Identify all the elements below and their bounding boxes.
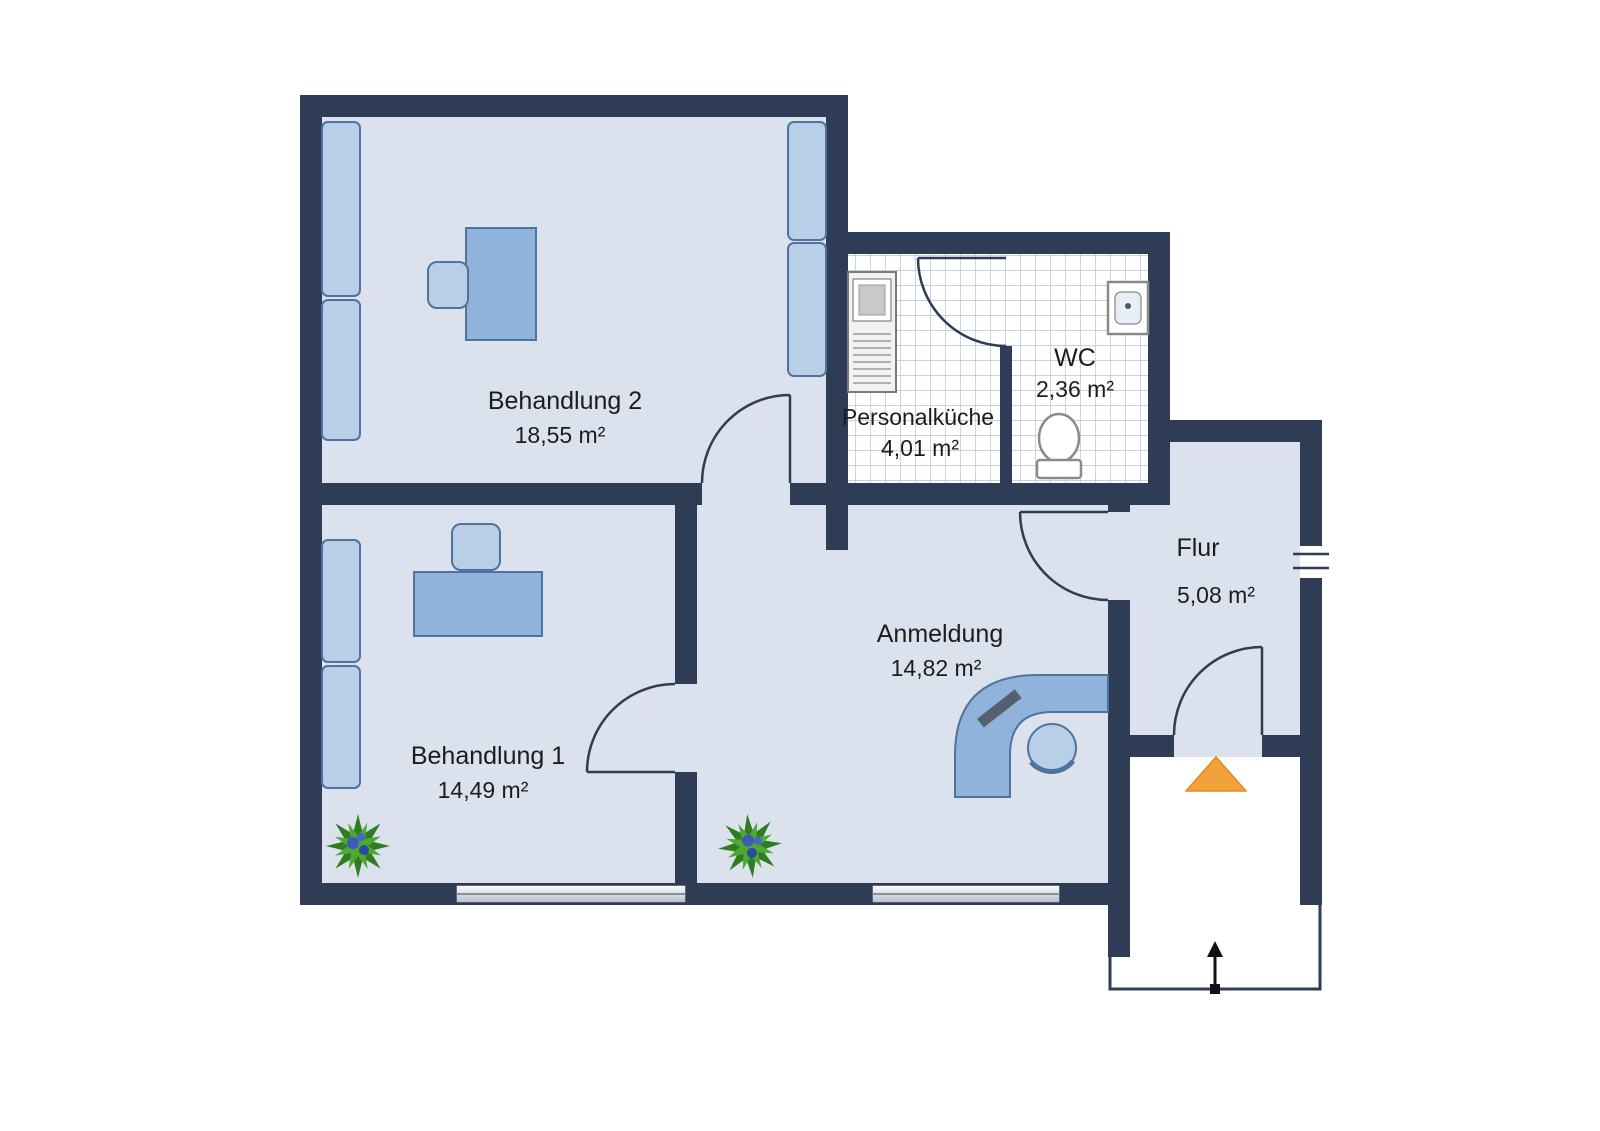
- door-behandlung2: [700, 393, 792, 484]
- room-label-behandlung2: Behandlung 2: [488, 387, 642, 415]
- door-wc: [916, 256, 1007, 348]
- wall-behandlung1-anmeldung-lower: [675, 772, 697, 883]
- floor-behandlung-2: [310, 105, 840, 495]
- room-area-behandlung1: 14,49 m²: [438, 777, 529, 803]
- reception-desk-icon: [954, 674, 1109, 798]
- room-label-personalkueche: Personalküche: [842, 404, 994, 430]
- entrance-arrow-icon: [1207, 941, 1223, 994]
- couch-behandlung2-left-2: [321, 299, 361, 441]
- wall-wc-right: [1148, 232, 1170, 505]
- wall-stub-kitchen-left: [826, 505, 848, 550]
- room-labels: Behandlung 2 18,55 m² Behandlung 1 14,49…: [411, 344, 1255, 803]
- wall-flur-left-lower: [1108, 600, 1130, 735]
- room-area-behandlung2: 18,55 m²: [515, 422, 606, 448]
- walls: [300, 95, 1322, 957]
- room-label-behandlung1: Behandlung 1: [411, 742, 565, 770]
- wall-vestibule-left: [1108, 757, 1130, 957]
- couch-behandlung2-right-2: [787, 242, 827, 377]
- room-area-wc: 2,36 m²: [1036, 376, 1114, 402]
- room-area-anmeldung: 14,82 m²: [891, 655, 982, 681]
- wall-behandlung1-anmeldung-upper: [675, 505, 697, 684]
- room-label-flur: Flur: [1176, 534, 1219, 562]
- couch-behandlung1-left-2: [321, 665, 361, 789]
- window-behandlung1: [455, 884, 687, 904]
- desk-behandlung2: [465, 227, 537, 341]
- sink-icon: [1106, 280, 1150, 336]
- monitor-icon: [977, 689, 1022, 728]
- entrance-triangle-icon: [1184, 755, 1248, 792]
- room-label-anmeldung: Anmeldung: [877, 620, 1003, 648]
- wall-mid-horizontal-right: [790, 483, 1170, 505]
- couch-behandlung1-left-1: [321, 539, 361, 663]
- door-behandlung1: [585, 682, 676, 774]
- doors: [585, 256, 1264, 774]
- wall-behandlung2-right: [826, 95, 848, 505]
- wall-flur-right-upper: [1300, 420, 1322, 546]
- wall-flur-bottom-left: [1108, 735, 1174, 757]
- wall-vestibule-right: [1300, 757, 1322, 905]
- window-anmeldung: [871, 884, 1061, 904]
- windows: [455, 546, 1329, 904]
- door-flur-entrance: [1172, 645, 1264, 736]
- kitchen-unit-icon: [847, 271, 897, 393]
- wall-flur-left-upper: [1108, 483, 1130, 512]
- wall-flur-top: [1148, 420, 1322, 442]
- entrance: [1108, 755, 1322, 994]
- wall-mid-horizontal-left: [300, 483, 702, 505]
- toilet-icon: [1035, 412, 1083, 480]
- furniture: [321, 121, 1150, 892]
- window-flur-right: [1293, 546, 1329, 578]
- chair-behandlung1: [451, 523, 501, 571]
- chair-behandlung2: [427, 261, 469, 309]
- wall-kitchen-wc-top: [826, 232, 1170, 254]
- room-area-flur: 5,08 m²: [1177, 582, 1255, 608]
- couch-behandlung2-left-1: [321, 121, 361, 297]
- room-area-personalkueche: 4,01 m²: [881, 435, 959, 461]
- wall-top: [300, 95, 848, 117]
- couch-behandlung2-right-1: [787, 121, 827, 241]
- room-label-wc: WC: [1054, 344, 1096, 372]
- desk-behandlung1: [413, 571, 543, 637]
- wall-kitchen-wc-divider: [1000, 346, 1012, 483]
- door-flur-anmeldung: [1018, 510, 1109, 602]
- wall-flur-bottom-right: [1262, 735, 1322, 757]
